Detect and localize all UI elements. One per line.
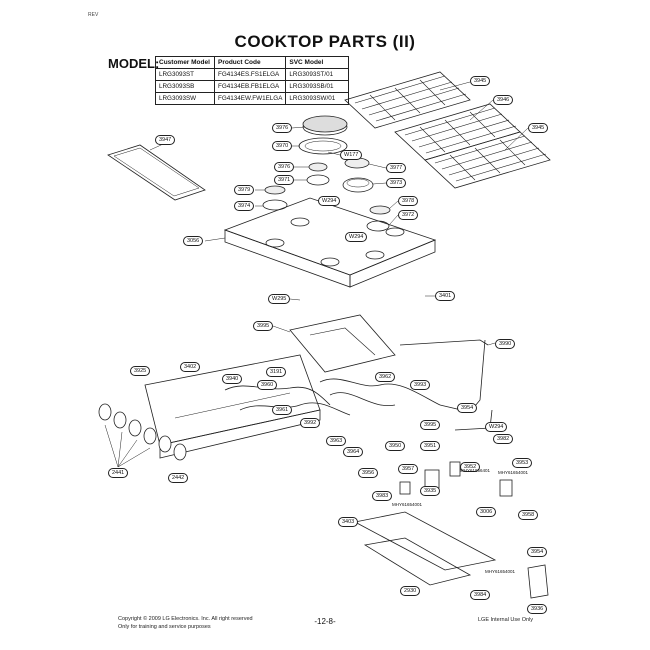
table-row: LRG3093SW FG4134EW.FW1ELGA LRG3093SW/01 [155,92,350,105]
part-callout-3403: 3403 [338,517,359,527]
part-callout-3976: 3976 [274,162,295,172]
part-callout-3973: 3973 [386,178,407,188]
part-callout-3978: 3978 [398,196,419,206]
part-callout-3935: 3935 [420,486,441,496]
part-callout-3954: 3954 [457,403,478,413]
part-callout-2442: 2442 [168,473,189,483]
part-callout-3993: 3993 [410,380,431,390]
leader-lines [149,81,529,346]
part-callout-3984: 3984 [470,590,491,600]
part-callout-3962: 3962 [375,372,396,382]
part-callout-3956: 3956 [358,468,379,478]
cooktop-3056 [223,197,437,288]
part-callout-3974: 3974 [234,201,255,211]
part-callout-3006: 3006 [476,507,497,517]
part-callout-w295: W295 [268,294,291,304]
part-callout-3963: 3963 [326,436,347,446]
part-callout-3960: 3960 [257,380,278,390]
part-callout-2441: 2441 [108,468,129,478]
customer-model-cell: LRG3093SW [155,92,215,105]
bottom-tray-3403 [353,511,497,586]
model-label: MODEL: [108,56,160,71]
burner-cap-3977 [342,157,374,193]
part-callout-w294: W294 [485,422,508,432]
part-callout-3990: 3990 [495,339,516,349]
part-callout-3961: 3961 [272,405,293,415]
burner-oval-3976 [298,115,348,155]
copyright-text: Copyright © 2009 LG Electronics. Inc. Al… [118,616,253,622]
part-callout-3940: 3940 [222,374,243,384]
fastener-label: MHY61654001 [498,470,529,475]
part-callout-3952: 3952 [460,462,481,472]
part-callout-3957: 3957 [398,464,419,474]
purpose-text: Only for training and service purposes [118,624,211,630]
part-callout-3925: 3925 [130,366,151,376]
part-callout-3992: 3992 [300,418,321,428]
part-callout-w294: W294 [345,232,368,242]
part-callout-3950: 3950 [385,441,406,451]
part-callout-w294: W294 [318,196,341,206]
part-callout-2930: 2930 [400,586,421,596]
part-callout-3402: 3402 [180,362,201,372]
part-callout-3056: 3056 [183,236,204,246]
fastener-label: MHY61654001 [392,502,423,507]
griddle-3947 [107,144,206,201]
part-callout-3995: 3995 [253,321,274,331]
part-callout-3951: 3951 [420,441,441,451]
part-callout-3983: 3983 [372,491,393,501]
revision-mark: REV [88,12,99,18]
part-callout-3958: 3958 [518,510,539,520]
part-callout-w177: W177 [340,150,363,160]
page-number: -12-8- [314,617,336,626]
grate-3946 [394,103,521,161]
part-callout-3979: 3979 [234,185,255,195]
internal-use-text: LGE Internal Use Only [478,617,534,623]
part-callout-3995: 3995 [420,420,441,430]
fastener-label: MHY61856401 [460,468,491,473]
table-row: LRG3093ST FG4134ES.FS1ELGA LRG3093ST/01 [155,68,350,81]
part-callout-3977: 3977 [386,163,407,173]
burner-3979 [262,185,288,211]
page-title: COOKTOP PARTS (II) [234,32,416,51]
bracket-3936 [527,564,549,599]
part-callout-3953: 3953 [512,458,533,468]
part-callout-3971: 3971 [274,175,295,185]
part-callout-3401: 3401 [435,291,456,301]
part-callout-3945: 3945 [470,76,491,86]
fastener-label: MHY61654001 [485,569,516,574]
part-callout-3191: 3191 [266,367,287,377]
part-callout-3970: 3970 [272,141,293,151]
control-panel [144,354,321,459]
product-code-cell: FG4134EW.FW1ELGA [213,92,287,105]
grate-3945-top [344,71,471,129]
part-callout-3947: 3947 [155,135,176,145]
valve-assembly [224,385,351,416]
knob-set [98,403,187,461]
model-table: Customer Model Product Code SVC Model LR… [155,56,350,105]
part-callout-3964: 3964 [343,447,364,457]
burner-3971 [306,162,330,186]
part-callout-3954: 3954 [527,547,548,557]
svc-model-cell: LRG3093SW/01 [285,92,350,105]
part-callout-3945: 3945 [528,123,549,133]
part-callout-3946: 3946 [493,95,514,105]
part-callout-3936: 3936 [527,604,548,614]
grate-3945-bottom [424,131,551,189]
part-callout-3982: 3982 [493,434,514,444]
part-callout-3972: 3972 [398,210,419,220]
part-callout-3976: 3976 [272,123,293,133]
